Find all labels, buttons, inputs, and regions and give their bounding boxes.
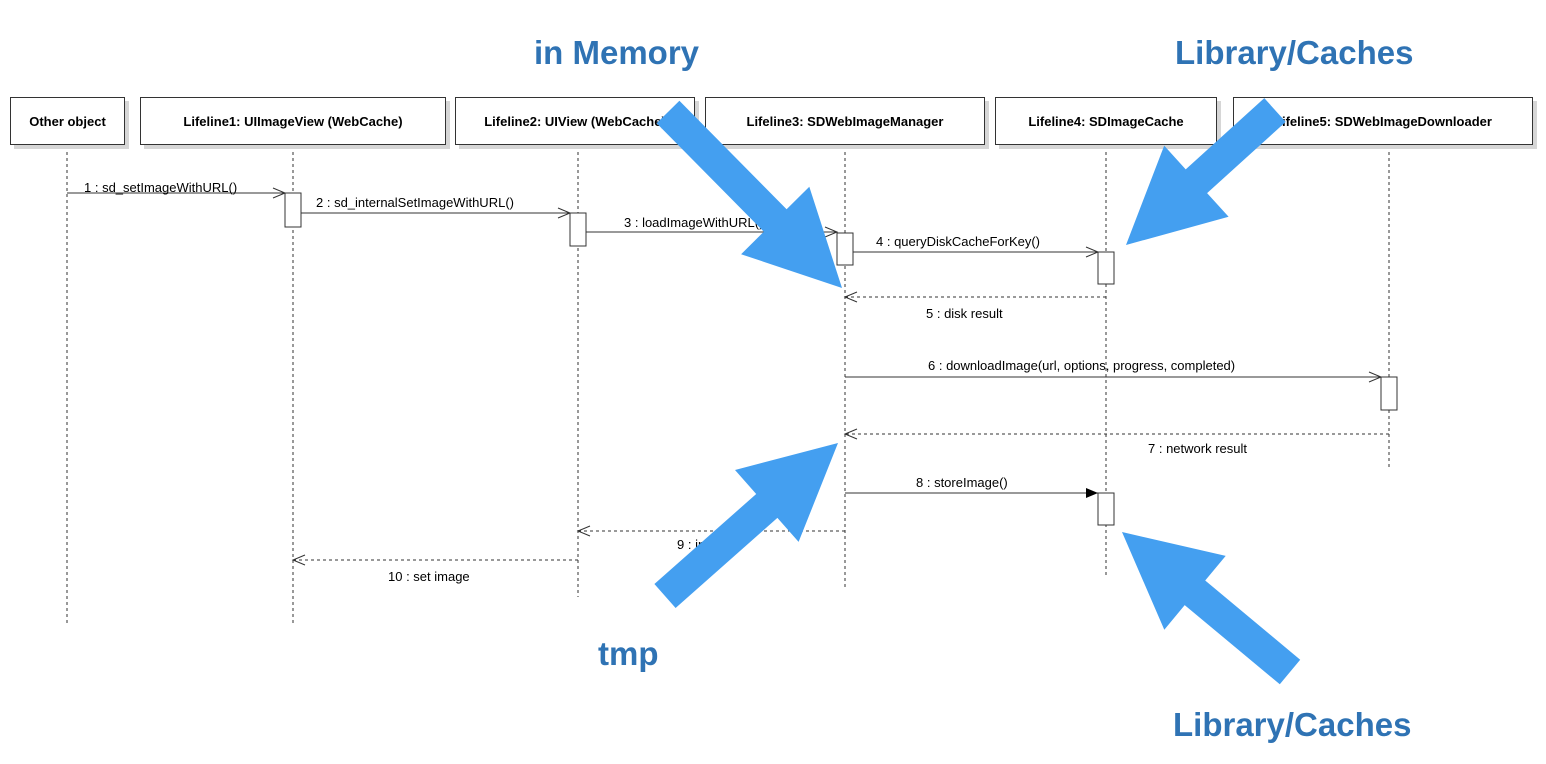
message-label-5: 5 : disk result	[926, 306, 1003, 321]
message-label-7: 7 : network result	[1148, 441, 1247, 456]
message-label-6: 6 : downloadImage(url, options, progress…	[928, 358, 1236, 373]
annotation-arrow-library-caches-top	[1126, 98, 1286, 245]
activation-box-2	[836, 232, 854, 266]
message-arrowhead-2	[557, 207, 572, 219]
message-label-1: 1 : sd_setImageWithURL()	[84, 180, 238, 195]
message-arrowhead-6	[1368, 371, 1383, 383]
lifeline-box-sdwebimagemanager: Lifeline3: SDWebImageManager	[705, 97, 985, 145]
message-label-2: 2 : sd_internalSetImageWithURL()	[316, 195, 514, 210]
annotation-arrow-tmp	[654, 443, 838, 608]
activation-box-4	[1380, 376, 1398, 411]
annotation-library-caches-bottom: Library/Caches	[1173, 706, 1412, 743]
message-arrowhead-9	[576, 525, 591, 537]
message-arrowhead-5	[843, 291, 858, 303]
message-arrowhead-4	[1085, 246, 1100, 258]
message-arrowhead-10	[291, 554, 306, 566]
activation-box-5	[1097, 492, 1115, 526]
annotation-tmp: tmp	[598, 635, 659, 672]
message-label-4: 4 : queryDiskCacheForKey()	[876, 234, 1040, 249]
message-label-3: 3 : loadImageWithURL()	[624, 215, 764, 230]
lifeline-box-uiview: Lifeline2: UIView (WebCache)	[455, 97, 695, 145]
message-arrowhead-7	[843, 428, 858, 440]
activation-box-1	[569, 212, 587, 247]
message-arrowhead-3	[824, 226, 839, 238]
message-label-8: 8 : storeImage()	[916, 475, 1008, 490]
annotation-arrow-library-caches-bottom	[1122, 532, 1301, 685]
annotation-library-caches-top: Library/Caches	[1175, 34, 1414, 71]
activation-box-3	[1097, 251, 1115, 285]
annotation-in-memory: in Memory	[534, 34, 700, 71]
lifeline-box-uiimageview: Lifeline1: UIImageView (WebCache)	[140, 97, 446, 145]
lifeline-box-other-object: Other object	[10, 97, 125, 145]
message-arrowhead-8	[1086, 488, 1098, 498]
annotation-arrow-in-memory	[656, 100, 842, 288]
lifeline-box-sdimagecache: Lifeline4: SDImageCache	[995, 97, 1217, 145]
activation-box-0	[284, 192, 302, 228]
message-label-10: 10 : set image	[388, 569, 470, 584]
message-arrowhead-1	[272, 187, 287, 199]
